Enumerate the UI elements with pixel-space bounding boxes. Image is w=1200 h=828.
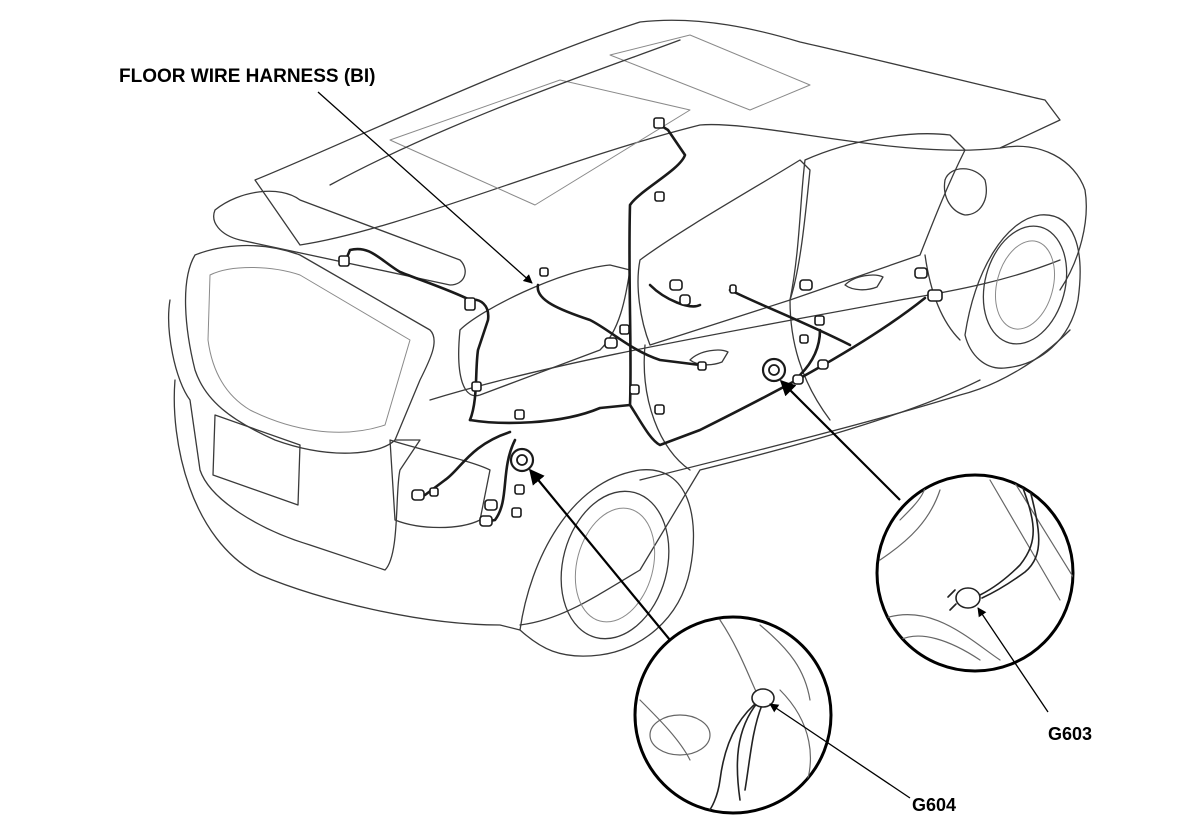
side-mirror: [943, 168, 987, 216]
rear-spoiler: [213, 190, 466, 286]
rear-bumper: [173, 379, 521, 631]
rear-door-handle: [689, 349, 729, 366]
front-wheel: [964, 214, 1081, 369]
front-door-window: [789, 133, 966, 301]
g603-label: G603: [1048, 724, 1093, 744]
door-seam-front: [924, 254, 961, 341]
g604-detail-view: [633, 615, 833, 815]
roof-outline: [254, 19, 1061, 246]
harness-tailgate-branch: [423, 430, 512, 497]
rear-glass-inner: [207, 267, 411, 433]
harness-leader-line: [317, 91, 533, 284]
harness-lower-branch: [483, 438, 517, 524]
roof-rail: [329, 39, 681, 186]
tailgate: [168, 299, 421, 571]
floor-wire-harness: [338, 117, 943, 527]
harness-connectors: [338, 117, 943, 527]
rear-wheel: [519, 469, 695, 657]
rear-door-window: [637, 159, 811, 346]
hood-edge: [999, 145, 1087, 291]
sunroof-front: [609, 34, 811, 111]
harness-pillar-branch: [628, 123, 687, 407]
rear-glass: [184, 244, 435, 454]
g604-label-leader: [769, 703, 911, 799]
g604-label: G604: [912, 795, 957, 815]
front-door-handle: [844, 274, 884, 291]
body-side-line: [429, 259, 1061, 401]
license-plate: [212, 414, 301, 506]
g603-ground-point: [761, 357, 787, 383]
sunroof-rear: [389, 79, 691, 206]
floor-wire-harness-label: FLOOR WIRE HARNESS (BI): [119, 66, 376, 87]
g603-detail-arrow: [779, 379, 901, 501]
g603-detail-view: [875, 473, 1075, 673]
g604-ground-point: [509, 447, 535, 473]
door-seam-mid: [789, 299, 831, 421]
lower-body: [519, 379, 981, 626]
g603-label-leader: [977, 607, 1049, 713]
vehicle-body: [168, 19, 1087, 657]
harness-front-branch: [798, 328, 822, 377]
harness-main-trunk: [468, 296, 927, 447]
harness-door-branch2: [648, 283, 702, 308]
harness-rear-branch: [343, 247, 490, 422]
g604-detail-arrow: [529, 468, 671, 641]
harness-door-branch: [728, 288, 852, 347]
quarter-window: [458, 264, 631, 397]
tail-lamp: [389, 439, 491, 529]
rocker-panel: [639, 329, 1071, 481]
door-seam-rear: [643, 344, 691, 471]
harness-quarter-branch: [536, 283, 702, 367]
